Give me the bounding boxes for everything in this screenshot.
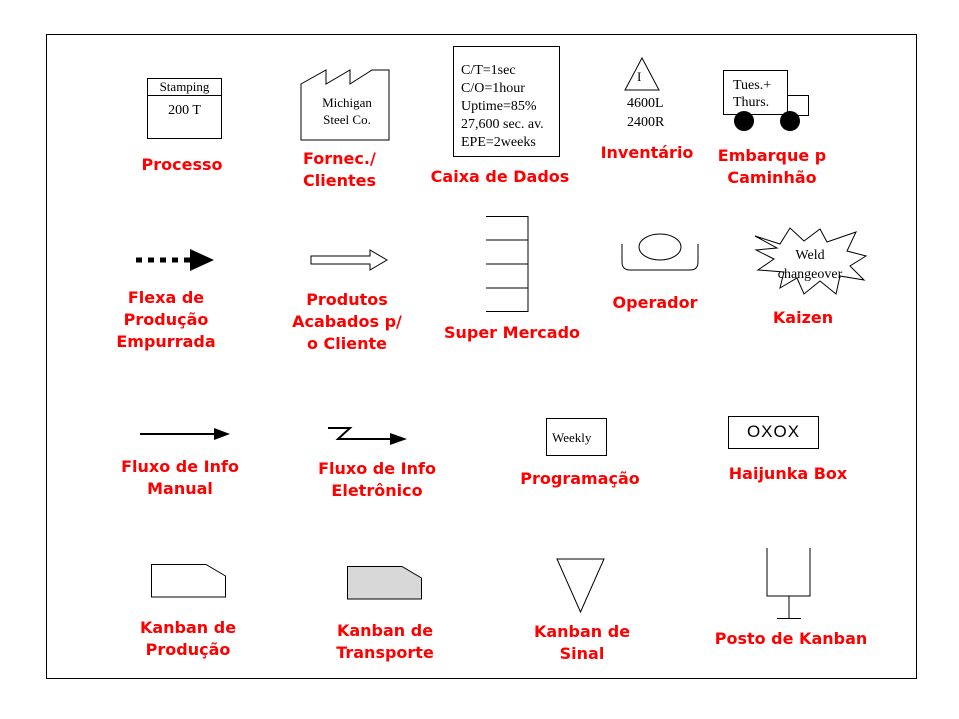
- finished-goods-arrow-icon: [310, 249, 388, 271]
- kanban-post-icon: [766, 548, 811, 619]
- label-fluxo-eletronico: Fluxo de Info Eletrônico: [318, 459, 436, 500]
- operator-icon: [621, 233, 699, 271]
- label-fluxo-manual: Fluxo de Info Manual: [121, 457, 239, 498]
- truck-text: Tues.+ Thurs.: [733, 78, 772, 110]
- process-header: Stamping: [148, 79, 221, 96]
- label-caixa-dados: Caixa de Dados: [430, 167, 570, 186]
- data-box-lines: C/T=1sec C/O=1hour Uptime=85% 27,600 sec…: [461, 63, 544, 150]
- label-super-mercado: Super Mercado: [443, 323, 581, 342]
- legend-frame: [46, 34, 917, 679]
- label-kaizen: Kaizen: [772, 308, 834, 327]
- heijunka-text: OXOX: [746, 422, 801, 441]
- inventory-triangle-icon: [624, 56, 660, 91]
- label-flexa-empurrada: Flexa de Produção Empurrada: [116, 288, 216, 351]
- schedule-text: Weekly: [552, 430, 592, 445]
- supermarket-icon: [486, 216, 529, 312]
- factory-text: Michigan Steel Co.: [322, 95, 372, 127]
- label-operador: Operador: [612, 293, 698, 312]
- kaizen-text: Weld changeover: [777, 248, 843, 282]
- heijunka-box: [728, 416, 819, 449]
- label-kanban-transporte: Kanban de Transporte: [336, 621, 434, 662]
- schedule-box: [546, 418, 607, 456]
- signal-kanban-triangle-icon: [556, 558, 605, 614]
- label-programacao: Programação: [520, 469, 640, 488]
- process-box: Stamping 200 T: [147, 78, 222, 139]
- label-inventario: Inventário: [600, 143, 694, 162]
- label-kanban-sinal: Kanban de Sinal: [533, 622, 631, 663]
- inventory-lines: 4600L 2400R: [627, 96, 665, 130]
- production-kanban-icon: [151, 564, 226, 598]
- electronic-info-arrow-icon: [328, 427, 407, 445]
- manual-info-arrow-icon: [140, 428, 230, 440]
- data-box: [453, 46, 560, 157]
- label-fornecedor: Fornec./ Clientes: [303, 149, 376, 190]
- label-embarque: Embarque p Caminhão: [717, 146, 827, 187]
- inventory-mark: I: [637, 69, 642, 84]
- process-value: 200 T: [168, 103, 201, 118]
- factory-icon: [300, 69, 390, 141]
- label-produtos-acabados: Produtos Acabados p/ o Cliente: [292, 290, 402, 353]
- label-haijunka: Haijunka Box: [728, 464, 848, 483]
- truck-icon: [723, 70, 809, 131]
- label-processo: Processo: [141, 155, 223, 174]
- label-kanban-producao: Kanban de Produção: [139, 618, 237, 659]
- label-posto-kanban: Posto de Kanban: [714, 629, 868, 648]
- withdrawal-kanban-icon: [347, 566, 422, 600]
- push-arrow-icon: [136, 249, 214, 271]
- kaizen-burst-icon: [754, 227, 868, 295]
